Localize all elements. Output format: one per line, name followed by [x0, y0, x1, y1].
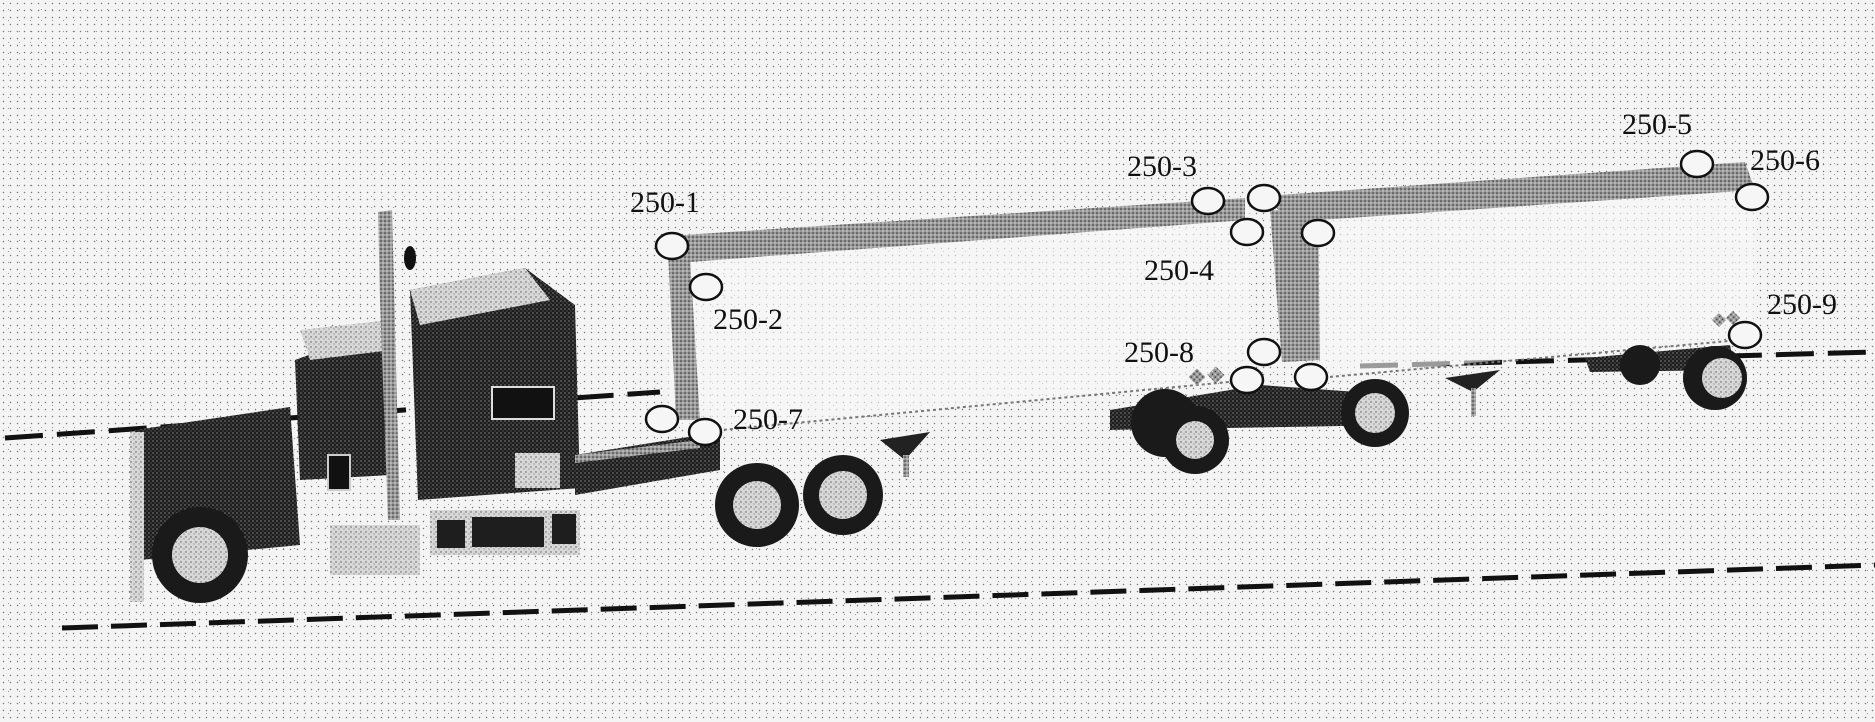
- sensor-marker-250-4: [1229, 217, 1265, 247]
- sensor-label-250-9: 250-9: [1767, 288, 1837, 321]
- sensor-markers: [644, 149, 1770, 447]
- sensor-marker-250-8: [1229, 365, 1265, 395]
- sensor-label-250-7: 250-7: [733, 403, 803, 436]
- sensor-label-250-4: 250-4: [1144, 254, 1214, 287]
- trailer-front: [668, 198, 1251, 477]
- sensor-label-250-6: 250-6: [1750, 144, 1820, 177]
- sensor-marker-250-1: [654, 231, 690, 261]
- sensor-marker-250-8a: [1246, 337, 1282, 367]
- tractor-cab: [130, 210, 720, 602]
- rear-trailer-wheels: [1585, 345, 1747, 410]
- sensor-marker-250-5: [1679, 149, 1715, 179]
- sensor-label-250-8: 250-8: [1124, 336, 1194, 369]
- sensor-marker-250-3: [1190, 186, 1226, 216]
- sensor-marker-250-7: [687, 417, 723, 447]
- sensor-label-250-5: 250-5: [1622, 108, 1692, 141]
- trailer-rear: [1265, 162, 1755, 416]
- sensor-marker-250-2: [688, 272, 724, 302]
- sensor-marker-250-9: [1727, 320, 1763, 350]
- lane-line-lower: [61, 562, 1875, 631]
- drive-wheels: [715, 455, 883, 547]
- sensor-marker-250-8b: [1293, 362, 1329, 392]
- sensor-marker-250-7a: [644, 404, 680, 434]
- steer-wheel: [152, 507, 248, 603]
- sensor-label-250-3: 250-3: [1127, 150, 1197, 183]
- sensor-marker-250-6: [1734, 182, 1770, 212]
- sensor-label-250-1: 250-1: [630, 186, 700, 219]
- sensor-marker-250-3b: [1246, 183, 1282, 213]
- sensor-label-250-2: 250-2: [713, 303, 783, 336]
- sensor-marker-250-4b: [1300, 218, 1336, 248]
- dolly-wheels: [1110, 379, 1409, 474]
